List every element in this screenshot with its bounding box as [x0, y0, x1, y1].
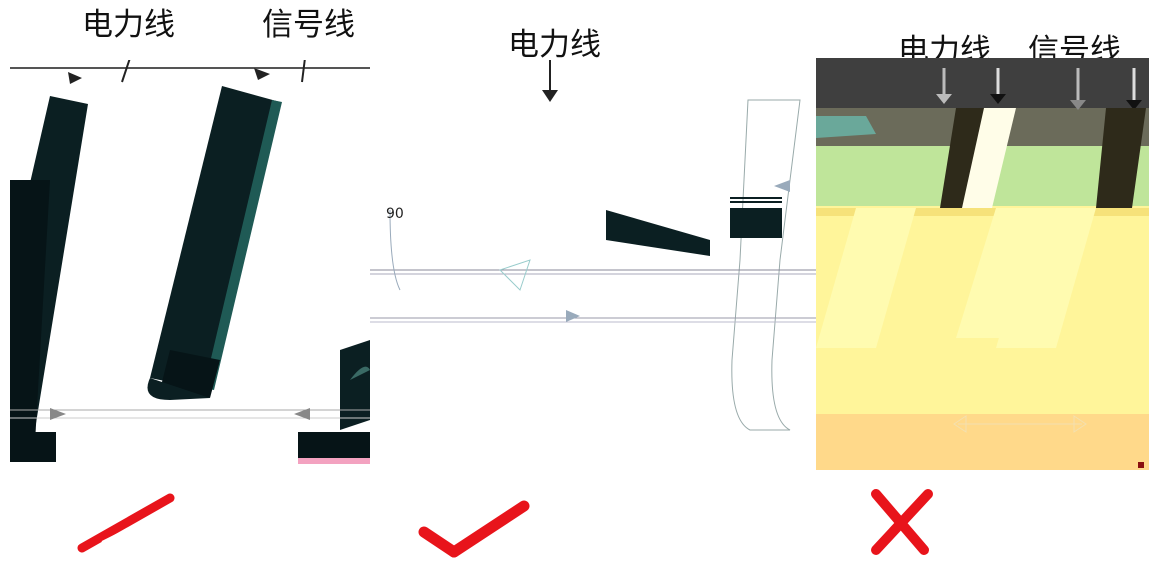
- panel3-tray-top: [816, 58, 1149, 108]
- panel3-tray-base: [816, 414, 1149, 470]
- panel1-signal-pointer: [301, 60, 306, 83]
- panel1-cross-mark-icon: [62, 490, 184, 560]
- panel1-power-line-label: 电力线: [82, 7, 175, 43]
- panel1-cable-right: [150, 86, 280, 390]
- panel2-power-line-label: 电力线: [508, 27, 601, 63]
- panel1-power-pointer: [121, 60, 131, 83]
- panel3-shared-tray-diagram: [816, 58, 1149, 470]
- panel2-horizontal-cable: [606, 210, 710, 256]
- panel2-angle-annotation: 90: [386, 206, 404, 222]
- panel1-tray-left-foot: [10, 432, 56, 462]
- panel2-vertical-cable: [731, 99, 801, 431]
- panel2-perpendicular-crossing-diagram: 90: [370, 60, 816, 440]
- panel1-parallel-cables-diagram: [10, 60, 370, 470]
- panel3-signal-cable: [962, 108, 1016, 208]
- panel2-check-mark-icon: [414, 494, 536, 562]
- panel1-signal-line-label: 信号线: [262, 7, 355, 43]
- panel1-tray-right-foot: [298, 432, 370, 462]
- panel3-cross-mark-icon: [862, 484, 942, 560]
